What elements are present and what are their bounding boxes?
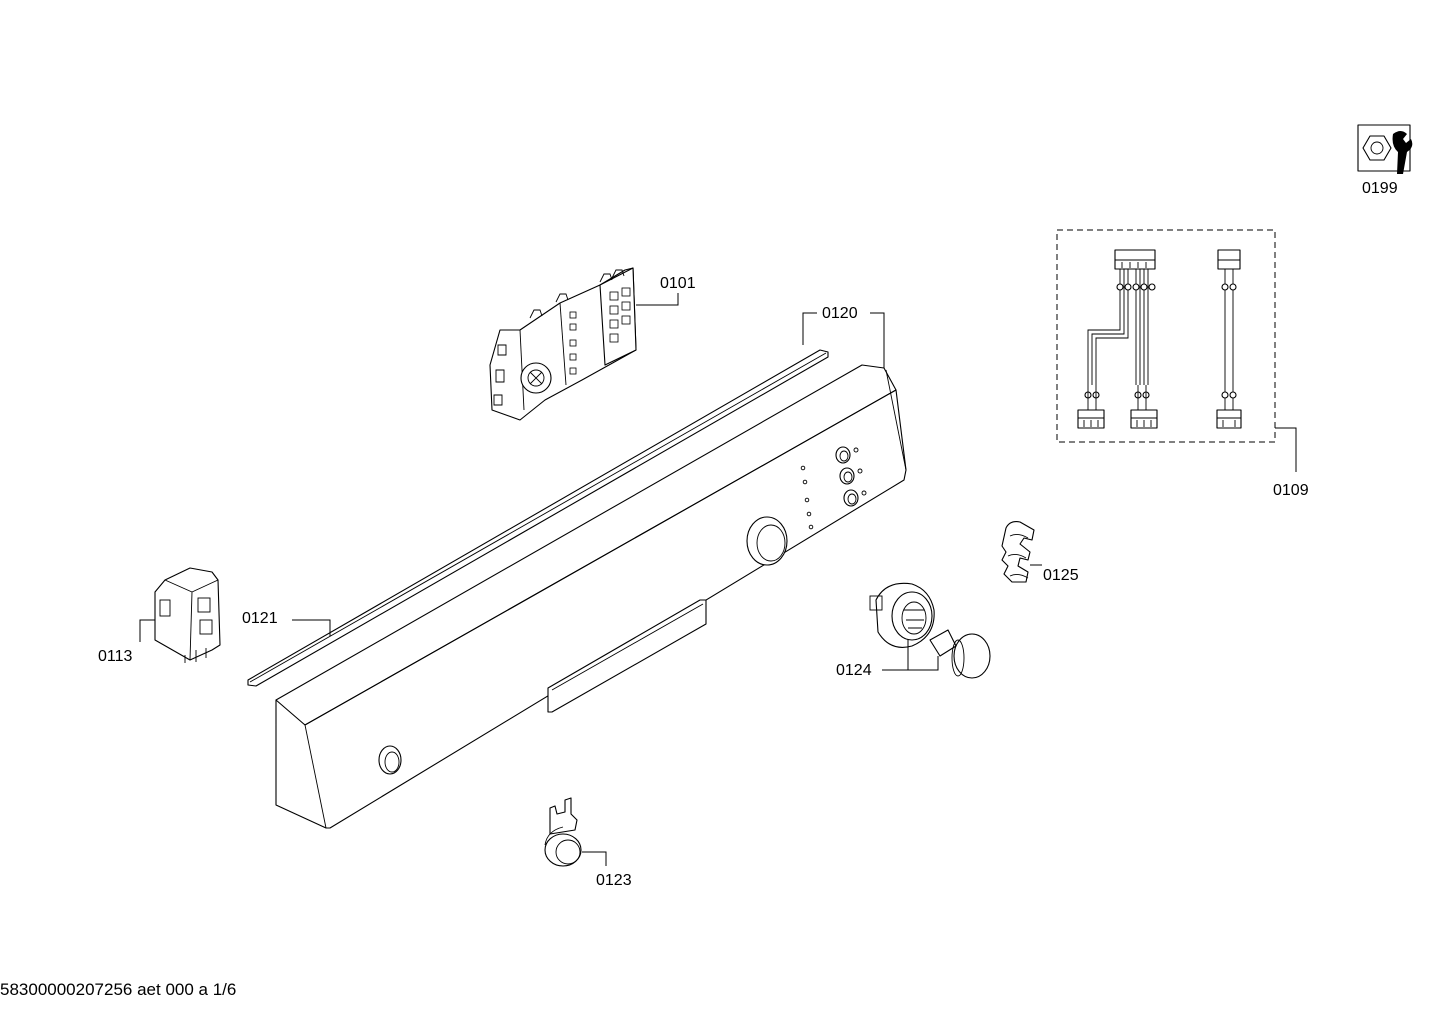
part-number-0121: 0121 [242, 610, 278, 627]
part-number-0113: 0113 [98, 648, 133, 665]
switch-component-0113: 0113 [98, 567, 221, 665]
part-number-0120: 0120 [822, 305, 858, 322]
part-number-0125: 0125 [1043, 567, 1079, 584]
clip-0125: 0125 [1001, 521, 1079, 584]
push-button-0123: 0123 [544, 797, 632, 889]
control-panel-0120: 0120 [275, 305, 907, 829]
document-id: 58300000207256 aet 000 a 1/6 [0, 980, 237, 999]
part-number-0124: 0124 [836, 662, 872, 679]
rotary-knob-0124: 0124 [836, 582, 991, 679]
part-number-0101: 0101 [660, 275, 696, 292]
control-module-0101: 0101 [489, 267, 696, 421]
nut-and-wrench-icon [1357, 124, 1413, 174]
part-number-0199: 0199 [1362, 180, 1398, 197]
wiring-harness-0109: 0109 [1056, 229, 1309, 499]
part-number-0123: 0123 [596, 872, 632, 889]
part-number-0109: 0109 [1273, 482, 1309, 499]
trim-strip-0121: 0121 [242, 349, 829, 687]
service-kit-0199: 0199 [1357, 124, 1413, 197]
